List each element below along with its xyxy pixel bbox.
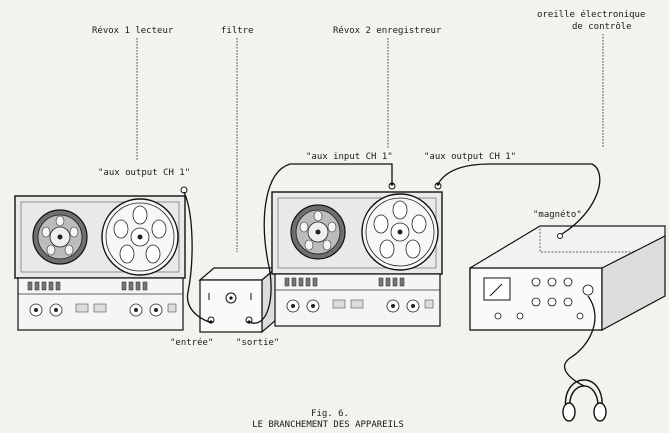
headphones bbox=[562, 379, 607, 422]
label-entree: "entrée" bbox=[170, 338, 214, 348]
label-filtre: filtre bbox=[221, 26, 254, 36]
label-sortie: "sortie" bbox=[236, 338, 280, 348]
label-magneto: "magnéto" bbox=[533, 210, 582, 220]
label-revox2: Révox 2 enregistreur bbox=[333, 26, 442, 36]
label-oreille-line1: oreille électronique bbox=[537, 10, 646, 20]
electronic-ear-unit bbox=[469, 225, 666, 332]
label-aux-input: "aux input CH 1" bbox=[306, 152, 393, 162]
label-revox1: Révox 1 lecteur bbox=[92, 26, 174, 36]
label-aux-output-1: "aux output CH 1" bbox=[98, 168, 191, 178]
caption-fig: Fig. 6. bbox=[311, 409, 349, 419]
label-aux-output-2: "aux output CH 1" bbox=[424, 152, 517, 162]
caption-title: LE BRANCHEMENT DES APPAREILS bbox=[252, 420, 404, 430]
label-oreille-line2: de contrôle bbox=[572, 22, 632, 32]
